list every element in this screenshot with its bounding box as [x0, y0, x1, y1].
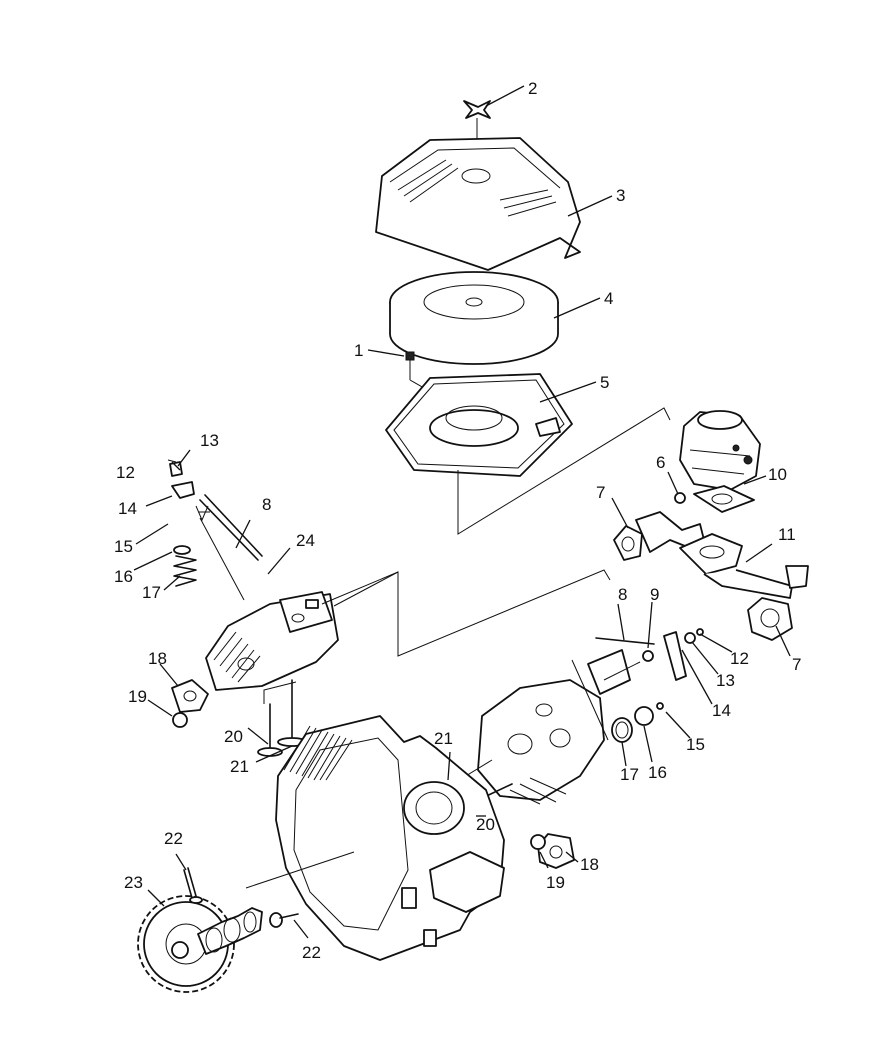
callout-18-left: 18	[148, 649, 167, 668]
air-filter-element	[389, 271, 559, 365]
callout-12-left: 12	[116, 463, 135, 482]
callout-16-right: 16	[648, 763, 667, 782]
callout-23: 23	[124, 873, 143, 892]
callout-8-right: 8	[618, 585, 627, 604]
camshaft-gear	[137, 895, 235, 993]
nut-19-left	[172, 712, 188, 728]
air-cleaner-base	[385, 373, 573, 477]
callout-18-right: 18	[580, 855, 599, 874]
callout-14-left: 14	[118, 499, 137, 518]
callout-4: 4	[604, 289, 613, 308]
rocker-arm-right	[595, 628, 704, 681]
callout-14-right: 14	[712, 701, 731, 720]
callout-15-left: 15	[114, 537, 133, 556]
cylinder-head-left	[205, 571, 399, 691]
callout-13-right: 13	[716, 671, 735, 690]
nut-19-right	[530, 834, 546, 850]
callout-9: 9	[650, 585, 659, 604]
exhaust-gasket-right	[747, 597, 793, 641]
callout-11: 11	[778, 525, 796, 544]
callout-3: 3	[616, 186, 625, 205]
callout-17-left: 17	[142, 583, 161, 602]
air-cleaner-cover	[375, 137, 581, 271]
callout-10: 10	[768, 465, 787, 484]
callout-1: 1	[354, 341, 363, 360]
callout-8-left: 8	[262, 495, 271, 514]
callout-19-right: 19	[546, 873, 565, 892]
callout-22-top: 22	[164, 829, 183, 848]
carburetor-gasket	[693, 485, 755, 513]
callout-5: 5	[600, 373, 609, 392]
nut-6	[674, 492, 686, 504]
callout-22-bottom: 22	[302, 943, 321, 962]
camshaft	[197, 907, 263, 955]
pin-22-top	[183, 867, 203, 904]
carburetor	[679, 410, 761, 491]
head-gasket-left	[171, 679, 209, 713]
callout-19-left: 19	[128, 687, 147, 706]
intake-manifold	[635, 511, 809, 599]
callout-15-right: 15	[686, 735, 705, 754]
callout-7-left: 7	[596, 483, 605, 502]
valve-spring-right	[611, 702, 664, 743]
callout-20-left: 20	[224, 727, 243, 746]
cylinder-head-right	[477, 649, 641, 805]
callout-17-right: 17	[620, 765, 639, 784]
callout-7-right: 7	[792, 655, 801, 674]
manifold-gasket-left	[613, 525, 643, 561]
pin-22-bottom	[269, 912, 299, 928]
crankcase	[275, 715, 505, 961]
callout-20-right: 20	[476, 815, 495, 834]
callout-labels: 1 2 3 4 5 6 7 7 8 8 9 10 11 12 12 13 13 …	[114, 79, 801, 962]
assembly-guide-lines	[199, 407, 671, 889]
head-gasket-right	[537, 833, 575, 869]
callout-21-right: 21	[434, 729, 453, 748]
leader-lines	[133, 85, 791, 939]
callout-16-left: 16	[114, 567, 133, 586]
callout-6: 6	[656, 453, 665, 472]
callout-24: 24	[296, 531, 315, 550]
valve-components-left	[167, 459, 263, 587]
callout-13-left: 13	[200, 431, 219, 450]
callout-2: 2	[528, 79, 537, 98]
callout-21-left: 21	[230, 757, 249, 776]
callout-12-right: 12	[730, 649, 749, 668]
